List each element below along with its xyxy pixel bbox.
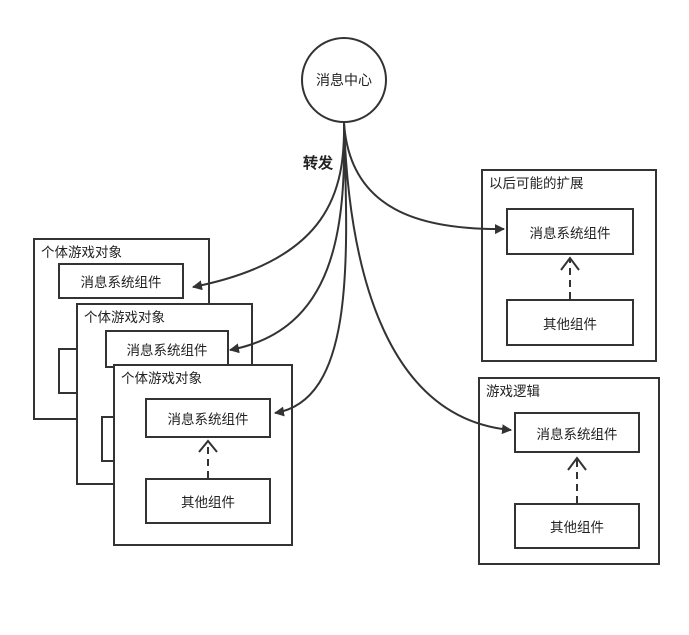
future-other-component-label: 其他组件 [543, 316, 597, 333]
game-object-title-2: 个体游戏对象 [84, 310, 165, 326]
game-object-box-3: 个体游戏对象 消息系统组件 其他组件 [113, 364, 293, 546]
future-extension-title: 以后可能的扩展 [489, 176, 584, 192]
forward-label: 转发 [303, 154, 334, 172]
game-object-title-1: 个体游戏对象 [41, 245, 122, 261]
message-center-node: 消息中心 [301, 37, 387, 123]
game-logic-title: 游戏逻辑 [486, 384, 540, 400]
connector-to-game-object-1 [192, 122, 346, 291]
message-component-1: 消息系统组件 [58, 263, 184, 299]
other-component-3: 其他组件 [145, 478, 271, 524]
future-extension-box: 以后可能的扩展 消息系统组件 其他组件 [481, 169, 657, 362]
future-message-component: 消息系统组件 [506, 208, 634, 255]
connector-to-future-extension [343, 122, 505, 235]
game-logic-message-component: 消息系统组件 [514, 412, 640, 453]
message-component-label-1: 消息系统组件 [80, 275, 162, 291]
message-component-label-3: 消息系统组件 [167, 412, 249, 428]
other-component-label-3: 其他组件 [181, 495, 235, 511]
future-other-component: 其他组件 [506, 299, 634, 346]
game-logic-message-component-label: 消息系统组件 [536, 426, 618, 443]
game-object-title-3: 个体游戏对象 [121, 371, 202, 387]
future-message-component-label: 消息系统组件 [529, 225, 611, 242]
message-center-label: 消息中心 [316, 73, 372, 89]
game-logic-box: 游戏逻辑 消息系统组件 其他组件 [478, 377, 660, 565]
message-component-label-2: 消息系统组件 [126, 343, 208, 359]
message-component-3: 消息系统组件 [145, 398, 271, 438]
game-logic-other-component-label: 其他组件 [550, 520, 604, 536]
message-component-2: 消息系统组件 [105, 330, 229, 368]
game-logic-other-component: 其他组件 [514, 503, 640, 549]
